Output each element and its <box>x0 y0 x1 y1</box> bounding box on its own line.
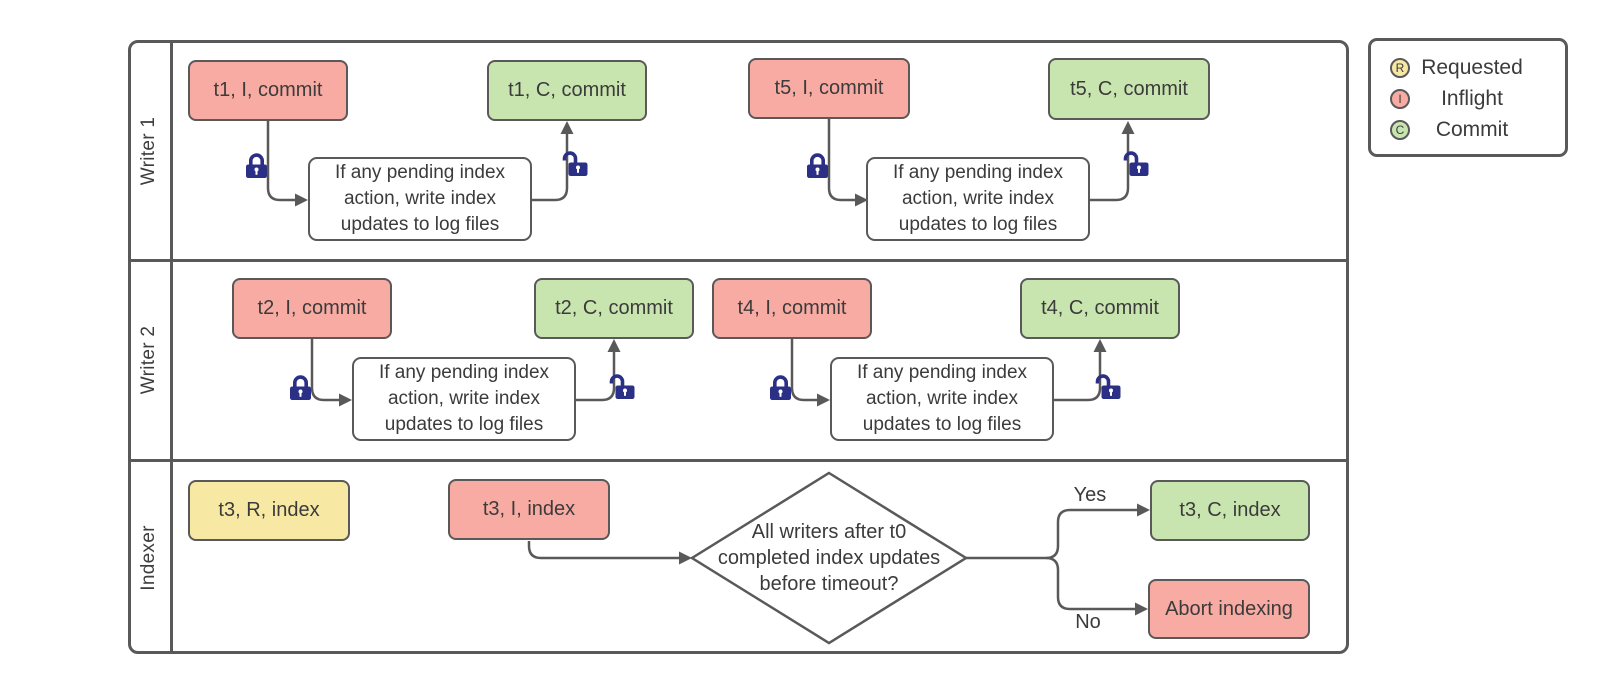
arrowhead <box>1135 602 1148 616</box>
arrowhead <box>1137 503 1150 517</box>
decision-diamond <box>689 471 969 645</box>
edge-label-no: No <box>1075 611 1101 633</box>
arrowhead <box>560 121 574 134</box>
edge-process-to-t1c <box>532 134 569 202</box>
arrowhead <box>817 393 830 407</box>
lock-open-icon <box>562 151 588 176</box>
node-t2-commit: t2, C, commit <box>534 278 694 339</box>
lock-closed-icon <box>290 375 311 400</box>
edge-t4i-to-process <box>790 339 817 402</box>
commit-state-icon: C <box>1390 119 1410 140</box>
requested-state-icon: R <box>1390 57 1410 78</box>
lane-label-writer2: Writer 2 <box>138 325 159 395</box>
lane-label-indexer: Indexer <box>138 525 159 591</box>
arrowhead <box>855 193 868 207</box>
legend: R Requested I Inflight C Commit <box>1368 38 1568 157</box>
node-t5-commit: t5, C, commit <box>1048 58 1210 120</box>
lock-open-icon <box>609 374 635 399</box>
edge-process-to-t2c <box>576 352 616 402</box>
lane-divider-writer1-writer2 <box>128 258 1349 262</box>
arrowhead <box>679 551 692 565</box>
inflight-state-icon: I <box>1390 88 1410 109</box>
node-process-writer2-b: If any pending index action, write index… <box>830 357 1054 441</box>
node-t1-commit: t1, C, commit <box>487 60 647 121</box>
node-t2-inflight: t2, I, commit <box>232 278 392 339</box>
lock-closed-icon <box>770 375 791 400</box>
lock-closed-icon <box>807 153 828 178</box>
node-t4-commit: t4, C, commit <box>1020 278 1180 339</box>
legend-label-inflight: Inflight <box>1441 86 1503 110</box>
node-process-writer1-a: If any pending index action, write index… <box>308 157 532 241</box>
lock-open-icon <box>1123 151 1149 176</box>
arrowhead <box>607 339 621 352</box>
lock-closed-icon <box>246 153 267 178</box>
legend-row-commit: C Commit <box>1371 118 1565 142</box>
legend-label-commit: Commit <box>1435 117 1509 141</box>
lane-divider-writer2-indexer <box>128 458 1349 462</box>
node-t1-inflight: t1, I, commit <box>188 60 348 121</box>
edge-t2i-to-process <box>310 339 339 402</box>
arrowhead <box>1093 339 1107 352</box>
node-t4-inflight: t4, I, commit <box>712 278 872 339</box>
lock-open-icon <box>1095 374 1121 399</box>
edges <box>266 119 1137 611</box>
node-abort-indexing: Abort indexing <box>1148 579 1310 639</box>
edge-t1i-to-process <box>266 121 295 202</box>
lane-header-divider <box>170 40 173 654</box>
decision-label: All writers after t0 completed index upd… <box>717 521 941 595</box>
edge-t5i-to-process <box>827 119 855 202</box>
lane-label-writer1: Writer 1 <box>138 116 159 186</box>
node-t5-inflight: t5, I, commit <box>748 58 910 119</box>
legend-label-requested: Requested <box>1421 55 1523 79</box>
legend-row-inflight: I Inflight <box>1371 87 1565 111</box>
arrowhead <box>295 193 308 207</box>
node-process-writer2-a: If any pending index action, write index… <box>352 357 576 441</box>
arrowhead <box>339 393 352 407</box>
edge-process-to-t4c <box>1054 352 1102 402</box>
edge-t3i-to-decision <box>527 541 679 560</box>
legend-row-requested: R Requested <box>1371 56 1565 80</box>
node-process-writer1-b: If any pending index action, write index… <box>866 157 1090 241</box>
arrowhead <box>1121 121 1135 134</box>
node-t3-inflight: t3, I, index <box>448 479 610 540</box>
edge-decision-no <box>1045 556 1135 611</box>
edge-label-yes: Yes <box>1073 484 1107 506</box>
node-t3-requested: t3, R, index <box>188 480 350 541</box>
swimlane-pool <box>128 40 1349 654</box>
arrowheads <box>295 121 1150 616</box>
edge-process-to-t5c <box>1090 134 1130 202</box>
node-t3-commit: t3, C, index <box>1150 480 1310 541</box>
